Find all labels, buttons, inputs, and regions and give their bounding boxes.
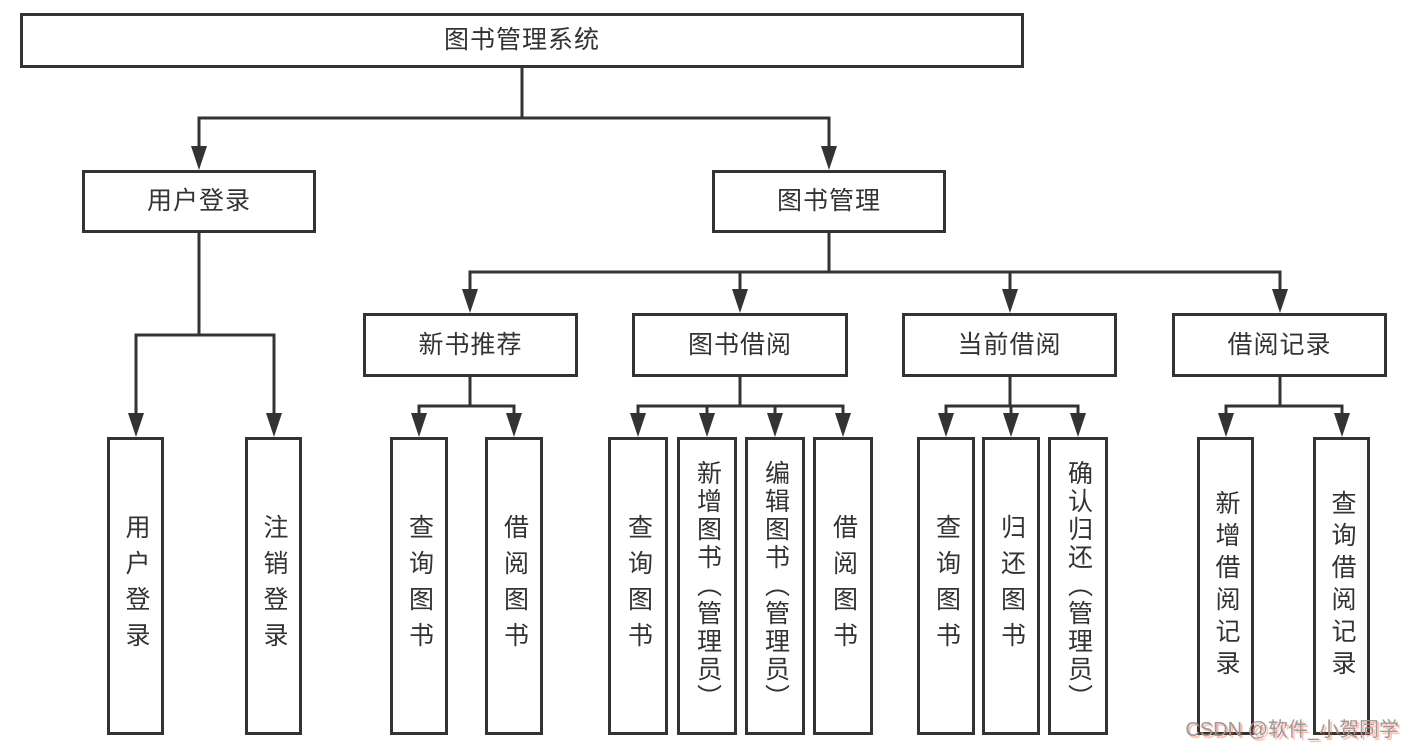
node-leaf-confirm-return-admin: 确认归还（管理员） — [1048, 437, 1108, 735]
node-leaf-borrow-books-2-label: 借阅图书 — [829, 514, 858, 658]
node-library-system: 图书管理系统 — [20, 13, 1024, 68]
node-book-borrowing-label: 图书借阅 — [687, 330, 792, 359]
arrowhead-icon — [732, 289, 748, 313]
node-leaf-query-borrow-record-label: 查询借阅记录 — [1328, 490, 1356, 682]
node-leaf-query-books-3: 查询图书 — [917, 437, 975, 735]
arrowhead-icon — [938, 413, 954, 437]
arrowhead-icon — [821, 146, 837, 170]
node-leaf-add-book-admin: 新增图书（管理员） — [677, 437, 737, 735]
connector-path — [134, 66, 1344, 419]
arrowhead-icon — [1003, 413, 1019, 437]
node-current-borrowing-label: 当前借阅 — [957, 330, 1062, 359]
node-leaf-query-books-2: 查询图书 — [608, 437, 668, 735]
node-borrowing-records: 借阅记录 — [1172, 313, 1387, 377]
node-book-management-label: 图书管理 — [776, 187, 881, 215]
node-leaf-borrow-books-1-label: 借阅图书 — [500, 514, 529, 658]
arrowhead-icon — [1002, 289, 1018, 313]
arrowhead-icon — [506, 413, 522, 437]
node-library-system-label: 图书管理系统 — [443, 26, 600, 54]
arrowhead-icon — [1334, 413, 1350, 437]
node-user-login-label: 用户登录 — [146, 187, 251, 215]
node-current-borrowing: 当前借阅 — [902, 313, 1117, 377]
arrowhead-icon — [630, 413, 646, 437]
node-leaf-confirm-return-admin-label: 确认归还（管理员） — [1064, 460, 1093, 712]
node-leaf-add-book-admin-label: 新增图书（管理员） — [693, 460, 722, 712]
node-leaf-borrow-books-2: 借阅图书 — [813, 437, 873, 735]
node-leaf-add-borrow-record-label: 新增借阅记录 — [1212, 490, 1240, 682]
node-leaf-logout: 注销登录 — [245, 437, 302, 735]
arrowhead-icon — [462, 289, 478, 313]
node-leaf-query-books-1: 查询图书 — [390, 437, 448, 735]
arrowhead-icon — [1272, 289, 1288, 313]
node-leaf-query-books-2-label: 查询图书 — [624, 514, 653, 658]
arrowhead-icon — [266, 413, 282, 437]
node-book-borrowing: 图书借阅 — [632, 313, 848, 377]
node-book-management: 图书管理 — [712, 170, 946, 233]
node-leaf-return-books-label: 归还图书 — [997, 514, 1026, 658]
arrowhead-icon — [191, 146, 207, 170]
arrowhead-icon — [1218, 413, 1234, 437]
node-leaf-add-borrow-record: 新增借阅记录 — [1197, 437, 1254, 735]
arrowhead-icon — [411, 413, 427, 437]
node-leaf-user-login-label: 用户登录 — [122, 514, 150, 658]
node-leaf-query-books-3-label: 查询图书 — [932, 514, 961, 658]
arrowhead-icon — [767, 413, 783, 437]
node-user-login: 用户登录 — [82, 170, 316, 233]
node-leaf-query-books-1-label: 查询图书 — [405, 514, 434, 658]
node-leaf-return-books: 归还图书 — [982, 437, 1040, 735]
node-new-book-recommend: 新书推荐 — [363, 313, 578, 377]
node-leaf-logout-label: 注销登录 — [260, 514, 288, 658]
arrowhead-icon — [699, 413, 715, 437]
arrowheads — [128, 146, 1350, 437]
arrowhead-icon — [1070, 413, 1086, 437]
node-leaf-user-login: 用户登录 — [107, 437, 164, 735]
node-leaf-edit-book-admin: 编辑图书（管理员） — [745, 437, 805, 735]
arrowhead-icon — [835, 413, 851, 437]
node-new-book-recommend-label: 新书推荐 — [418, 330, 523, 359]
node-borrowing-records-label: 借阅记录 — [1227, 330, 1332, 359]
node-leaf-query-borrow-record: 查询借阅记录 — [1313, 437, 1370, 735]
node-leaf-borrow-books-1: 借阅图书 — [485, 437, 543, 735]
arrowhead-icon — [128, 413, 144, 437]
watermark: CSDN @软件_小贺同学 — [1185, 719, 1399, 741]
node-leaf-edit-book-admin-label: 编辑图书（管理员） — [761, 460, 790, 712]
